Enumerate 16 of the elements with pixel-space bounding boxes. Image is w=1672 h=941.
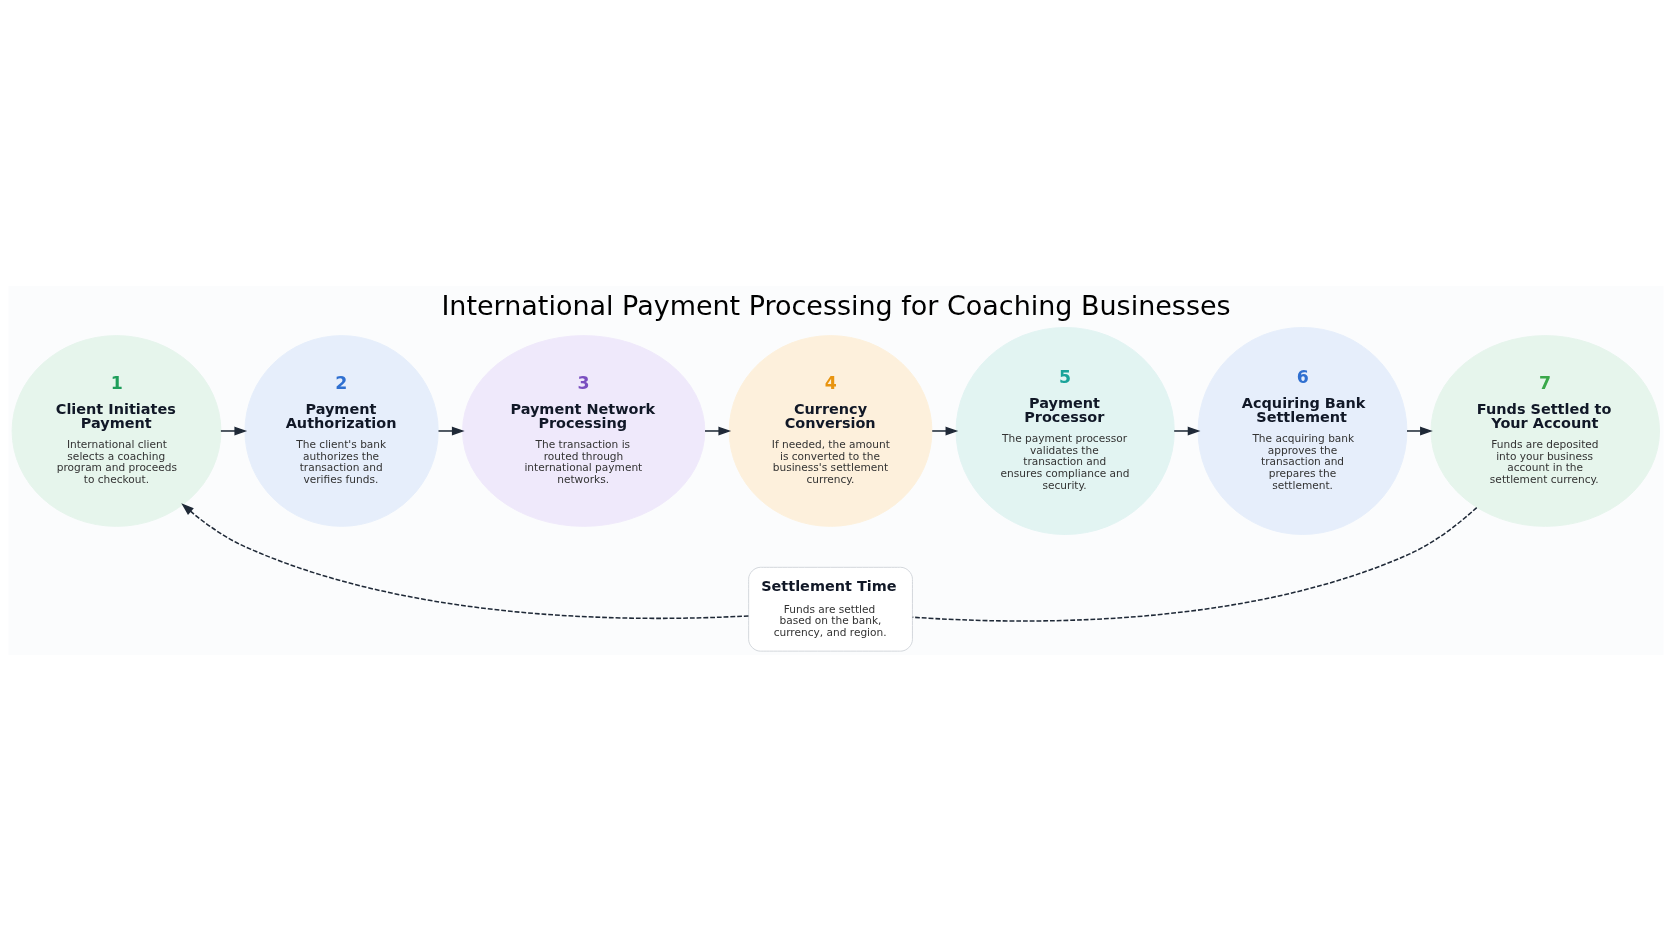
arrow <box>704 426 732 436</box>
node-circle: 6 Acquiring Bank Settlement The acquiring bank approves the transaction and prepares the settlement. <box>1197 326 1408 535</box>
arrow <box>931 426 959 436</box>
arrow <box>1406 426 1433 436</box>
node-ellipse: 7 Funds Settled to Your Account Funds are deposited into your business account in the settlement currency. <box>1430 335 1660 527</box>
node-circle: 5 Payment Processor The payment processor validates the transaction and ensures compliance and security. <box>955 326 1175 535</box>
node-box: Settlement Time Funds are settled based on the bank, currency, and region. <box>748 566 913 652</box>
node-circle: 4 Currency Conversion If needed, the amount is converted to the business's settlement currency. <box>728 335 933 527</box>
node-circle: 1 Client Initiates Payment International client selects a coaching program and proceeds to checkout. <box>11 335 222 527</box>
node-circle: 2 Payment Authorization The client's bank authorizes the transaction and verifies funds. <box>244 335 439 527</box>
arrow <box>220 426 248 436</box>
diagram-title: International Payment Processing for Coaching Businesses <box>441 290 1231 322</box>
arrow <box>181 503 750 620</box>
arrow <box>437 426 465 436</box>
node-ellipse: 3 Payment Network Processing The transaction is routed through international payment networks. <box>462 335 706 527</box>
arrow <box>1173 426 1201 436</box>
